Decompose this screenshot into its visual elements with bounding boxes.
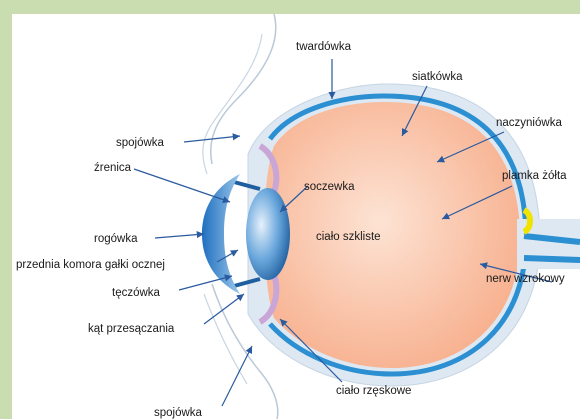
optic-nerve-bottom-band <box>524 258 580 260</box>
label-soczewka: soczewka <box>304 181 355 193</box>
leader-spojowka-bottom <box>222 346 252 406</box>
label-zrenica: źrenica <box>94 162 132 174</box>
leader-zrenica <box>134 169 230 202</box>
label-siatkowka: siatkówka <box>412 71 463 83</box>
label-nerw-wzrokowy: nerw wzrokowy <box>486 273 565 285</box>
lens <box>246 188 290 280</box>
label-cialo-rzeskowe: ciało rzęskowe <box>336 385 411 397</box>
eye-diagram: twardówka siatkówka naczyniówka plamka ż… <box>12 14 580 419</box>
diagram-canvas: twardówka siatkówka naczyniówka plamka ż… <box>12 14 580 419</box>
label-rogowka: rogówka <box>94 233 138 245</box>
label-twardowka: twardówka <box>296 41 352 53</box>
label-spojowka-bottom: spojówka <box>154 407 203 419</box>
label-kat-przesaczania: kąt przesączania <box>88 323 175 335</box>
label-naczyniowka: naczyniówka <box>496 117 562 129</box>
label-teczowka: tęczówka <box>112 287 161 299</box>
label-cialo-szkliste: ciało szkliste <box>316 231 381 243</box>
label-przednia-komora: przednia komora gałki ocznej <box>16 259 165 271</box>
cornea <box>202 174 240 294</box>
label-plamka-zolta: plamka żółta <box>502 170 567 182</box>
leader-rogowka <box>155 234 204 238</box>
label-spojowka-top: spojówka <box>116 137 165 149</box>
